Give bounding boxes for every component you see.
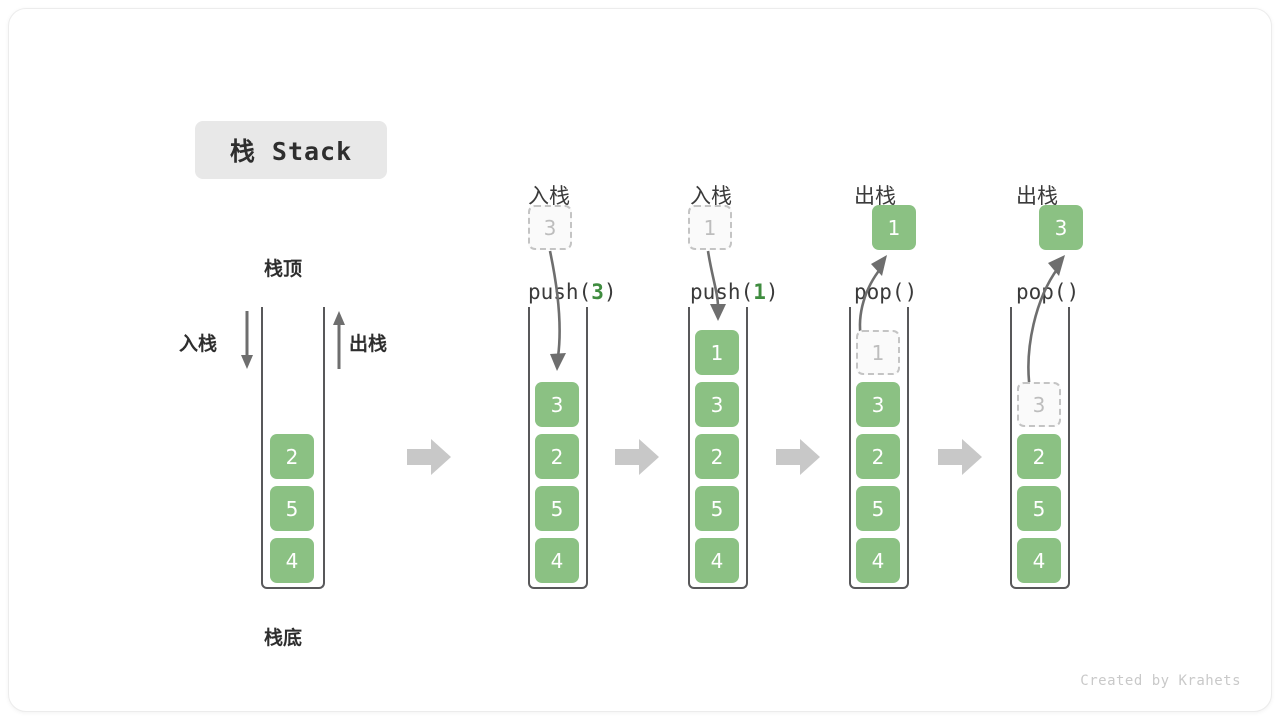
stack-cell: 1: [695, 330, 739, 375]
stack-cell: 3: [535, 382, 579, 427]
stack-cell: 5: [1017, 486, 1061, 531]
base-stack-container: [261, 307, 325, 589]
stack-cell: 2: [695, 434, 739, 479]
stack-cell: 4: [695, 538, 739, 583]
column-op-cn: 入栈: [690, 183, 732, 208]
column-op-cn: 入栈: [528, 183, 570, 208]
stack-cell-removed: 3: [1017, 382, 1061, 427]
push-motion-arrow-icon: [706, 250, 726, 321]
pop-motion-arrow-icon: [1027, 255, 1065, 391]
stack-container: [849, 307, 909, 589]
column-header: 入栈 push(1): [690, 117, 779, 372]
stack-top-label: 栈顶: [264, 258, 303, 280]
stack-cell-removed: 1: [856, 330, 900, 375]
step-arrow-icon: [407, 439, 451, 475]
stack-cell: 3: [856, 382, 900, 427]
stack-cell: 2: [1017, 434, 1061, 479]
step-arrow-icon: [776, 439, 820, 475]
stack-cell: 5: [695, 486, 739, 531]
diagram-canvas: 栈 Stack 栈顶 栈底 入栈 出栈 2 5 4 入栈 push(3): [8, 8, 1272, 712]
column-op-cn: 出栈: [854, 183, 896, 208]
column-op-code: pop(): [854, 279, 918, 304]
push-motion-arrow-icon: [548, 250, 566, 371]
pop-up-arrow-icon: [333, 311, 345, 369]
stack-cell: 4: [856, 538, 900, 583]
popped-value-box: 1: [872, 205, 916, 250]
credit-text: Created by Krahets: [1080, 673, 1241, 689]
floating-value-box: 1: [688, 205, 732, 250]
push-down-arrow-icon: [241, 311, 253, 369]
column-op-cn: 出栈: [1016, 183, 1058, 208]
column-op-code: pop(): [1016, 279, 1080, 304]
column-header: 出栈 pop(): [1016, 117, 1079, 372]
column-header: 入栈 push(3): [528, 117, 617, 372]
step-arrow-icon: [615, 439, 659, 475]
stack-cell: 3: [695, 382, 739, 427]
stack-bottom-label: 栈底: [264, 627, 303, 649]
pop-direction-label: 出栈: [349, 333, 388, 355]
stack-container: [688, 307, 748, 589]
stack-container: [1010, 307, 1070, 589]
step-arrow-icon: [938, 439, 982, 475]
column-header: 出栈 pop(): [854, 117, 917, 372]
push-direction-label: 入栈: [179, 333, 218, 355]
column-op-code: push(1): [690, 279, 779, 304]
stack-container: [528, 307, 588, 589]
popped-value-box: 3: [1039, 205, 1083, 250]
column-op-code: push(3): [528, 279, 617, 304]
stack-cell: 2: [856, 434, 900, 479]
base-stack-cell: 4: [270, 538, 314, 583]
stack-cell: 4: [1017, 538, 1061, 583]
stack-cell: 2: [535, 434, 579, 479]
base-stack-cell: 2: [270, 434, 314, 479]
diagram-title-badge: 栈 Stack: [195, 121, 387, 179]
stack-cell: 5: [856, 486, 900, 531]
stack-cell: 4: [535, 538, 579, 583]
base-stack-cell: 5: [270, 486, 314, 531]
stack-cell: 5: [535, 486, 579, 531]
floating-value-box: 3: [528, 205, 572, 250]
